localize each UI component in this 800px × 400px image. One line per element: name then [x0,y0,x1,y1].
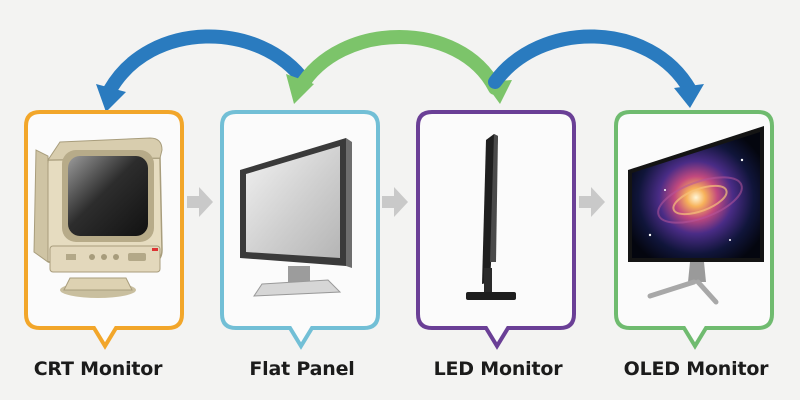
caption-flat-panel: Flat Panel [249,358,355,380]
led-monitor-side-view-icon [466,134,516,300]
panel-flat-panel [220,110,380,350]
flat-panel-monitor-icon [240,138,352,297]
panel-led-monitor [416,110,576,350]
panel-oled-monitor [614,110,774,350]
oled-monitor-icon [628,126,764,305]
crt-monitor-icon [33,137,163,298]
galaxy-screen [632,132,760,258]
blue-arrowhead-right [674,84,704,108]
step-arrow-1 [187,187,213,217]
green-arrowhead-left [286,74,314,104]
green-arc [293,30,502,95]
blue-arc-left [103,29,312,97]
caption-crt-monitor: CRT Monitor [33,358,163,380]
crt-screen [68,156,148,236]
flat-panel-screen [246,146,340,258]
blue-arc-right [488,29,697,97]
caption-oled-monitor: OLED Monitor [623,358,769,380]
blue-arrowhead-left [96,84,126,112]
step-arrows [187,187,605,217]
panel-crt-monitor [24,110,184,350]
step-arrow-3 [579,187,605,217]
step-arrow-2 [382,187,408,217]
caption-led-monitor: LED Monitor [433,358,563,380]
connector-arcs [96,29,704,112]
